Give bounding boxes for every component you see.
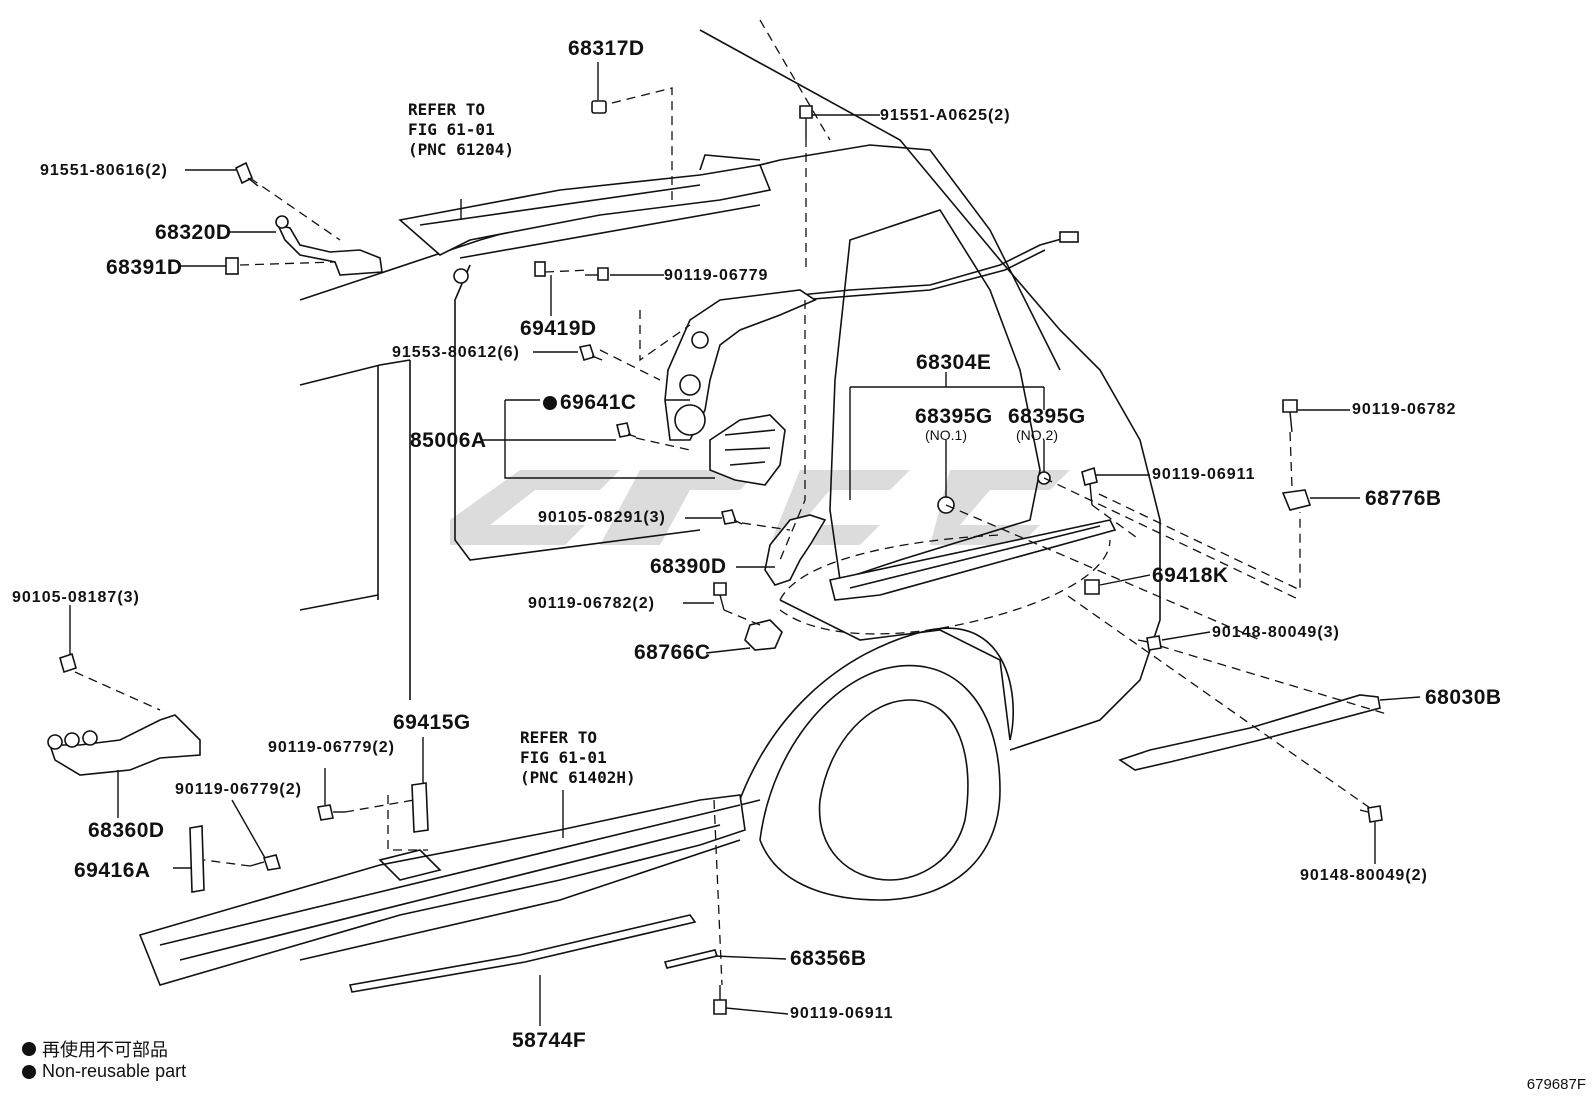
part-68356B — [663, 949, 719, 969]
label-90119-06779-2b: 90119-06779(2) — [175, 781, 302, 798]
label-90119-06779: 90119-06779 — [664, 267, 769, 284]
leader-lines — [69, 62, 1421, 1026]
label-69419D: 69419D — [520, 317, 597, 340]
label-69418K: 69418K — [1152, 564, 1229, 587]
bolt-91551-A0625 — [799, 105, 813, 138]
refer-top-line-3: (PNC 61204) — [408, 140, 514, 159]
part-68776B — [1281, 399, 1312, 511]
cable-connector — [1059, 231, 1079, 243]
cable — [799, 237, 1066, 296]
bolt-91551-80616 — [234, 161, 259, 187]
label-68360D: 68360D — [88, 819, 165, 842]
label-69416A: 69416A — [74, 859, 151, 882]
bolt-small-set — [578, 267, 743, 611]
label-90119-06782: 90119-06782 — [1352, 401, 1457, 418]
figure-number: 679687F — [1526, 1076, 1586, 1093]
label-90119-06911-a: 90119-06911 — [1152, 466, 1256, 483]
label-90105-08291: 90105-08291(3) — [538, 509, 666, 526]
plate-69416A — [189, 804, 345, 893]
label-91551-A0625: 91551-A0625(2) — [880, 107, 1011, 124]
non-reusable-marker — [543, 395, 557, 410]
roof-rail-part — [398, 154, 772, 259]
label-69641C-text: 69641C — [560, 391, 637, 414]
label-90105-08187: 90105-08187(3) — [12, 589, 140, 606]
label-68395G-no1: 68395G — [915, 405, 993, 428]
legend-dot-icon — [22, 1064, 36, 1079]
refer-bottom-line-2: FIG 61-01 — [520, 748, 607, 767]
label-69641C: 69641C — [543, 392, 637, 413]
door-hinge-assembly — [664, 289, 817, 486]
clip-68317D — [591, 100, 607, 114]
legend-en: Non-reusable part — [22, 1061, 186, 1082]
bolts-90148 — [1137, 635, 1383, 823]
refer-bottom-line-1: REFER TO — [520, 728, 598, 747]
label-58744F: 58744F — [512, 1029, 587, 1052]
label-91553-80612: 91553-80612(6) — [392, 344, 520, 361]
label-90119-06911-b: 90119-06911 — [790, 1005, 894, 1022]
label-68320D: 68320D — [155, 221, 232, 244]
label-90119-06779-2a: 90119-06779(2) — [268, 739, 395, 756]
assembly-guide-lines — [74, 87, 1391, 986]
label-68030B: 68030B — [1425, 686, 1502, 709]
label-68391D: 68391D — [106, 256, 183, 279]
grommet — [453, 268, 469, 284]
legend-dot-icon — [22, 1042, 36, 1056]
bracket-68360D — [47, 652, 201, 776]
bracket-68390D — [764, 514, 827, 586]
label-68395G-no1-note: (NO.1) — [925, 427, 967, 443]
label-90148-80049-3: 90148-80049(3) — [1212, 624, 1340, 641]
rail-assembly-68304E — [829, 466, 1117, 601]
label-68390D: 68390D — [650, 555, 727, 578]
legend-en-text: Non-reusable part — [42, 1061, 187, 1081]
label-68395G-no2-note: (NO.2) — [1016, 427, 1058, 443]
label-68304E: 68304E — [916, 351, 992, 374]
label-91551-80616: 91551-80616(2) — [40, 162, 168, 179]
seal-58744F — [348, 914, 697, 993]
label-68317D: 68317D — [568, 37, 645, 60]
legend-jp: 再使用不可部品 — [22, 1036, 168, 1062]
label-90119-06782-2: 90119-06782(2) — [528, 595, 655, 612]
label-68395G-no2: 68395G — [1008, 405, 1086, 428]
refer-top-line-2: FIG 61-01 — [408, 120, 495, 139]
refer-top-line-1: REFER TO — [408, 100, 486, 119]
label-69415G: 69415G — [393, 711, 471, 734]
clip-69419D — [534, 261, 546, 277]
cable-2 — [799, 249, 1046, 301]
label-68356B: 68356B — [790, 947, 867, 970]
bolt-90119-06911-b — [713, 985, 727, 1015]
label-90148-80049-2: 90148-80049(2) — [1300, 867, 1428, 884]
hinge-68320D — [225, 215, 383, 276]
rocker-panel — [138, 794, 746, 986]
label-68776B: 68776B — [1365, 487, 1442, 510]
legend-jp-text: 再使用不可部品 — [42, 1040, 168, 1060]
refer-bottom-line-3: (PNC 61402H) — [520, 768, 636, 787]
label-68766C: 68766C — [634, 641, 711, 664]
vehicle-body-outline — [299, 19, 1161, 961]
label-85006A: 85006A — [410, 429, 487, 452]
strip-68030B — [1118, 694, 1381, 771]
part-68766C — [744, 619, 783, 651]
clip-69415G — [411, 782, 429, 833]
